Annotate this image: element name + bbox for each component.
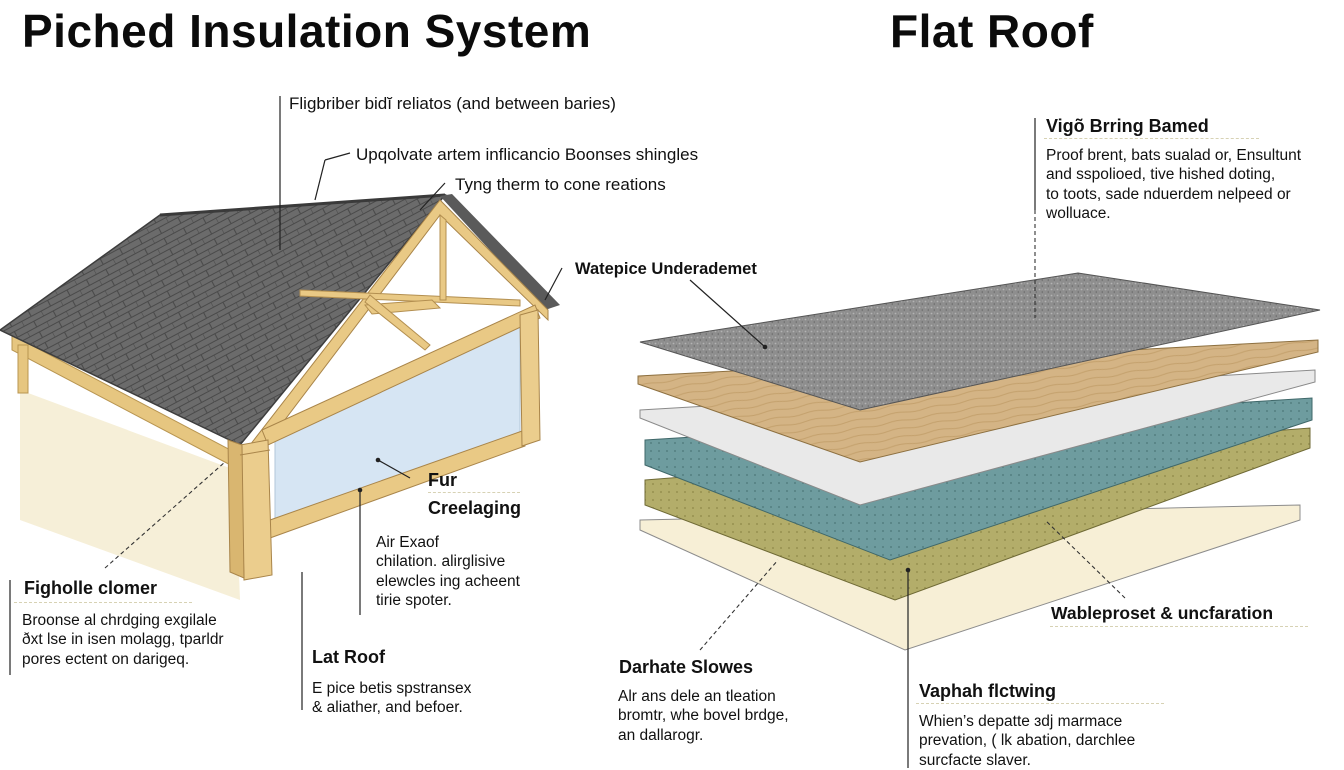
label-darhate-body: Alr ans dele an tleation bromtr, whe bov… — [618, 687, 789, 745]
pitched-roof-illustration — [0, 193, 560, 600]
darhate-line-2: bromtr, whe bovel brdge, — [618, 707, 789, 725]
vigo-line-4: wolluace. — [1046, 205, 1111, 223]
label-vigo-body: Proof brent, bats sualad or, Ensultunt a… — [1046, 146, 1301, 224]
airgap-line-2: chilation. alirglisive — [376, 553, 506, 571]
leader-dots — [357, 344, 911, 573]
fighole-line-1: Broonse al chrdging exgilale — [22, 612, 217, 629]
label-underlay: Watepice Underademet — [575, 260, 757, 278]
label-fibre: Fligbriber bidĭ reliatos (and between b… — [289, 94, 616, 113]
vigo-line-2: and sspolioed, tive hished doting, — [1046, 166, 1276, 184]
label-vigo-title: Vigõ Brring Bamed — [1046, 116, 1209, 136]
vaphah-line-3: surcfacte slaver. — [919, 751, 1031, 769]
label-creelaging: Creelaging — [428, 498, 522, 518]
flat-roof-illustration — [637, 272, 1321, 651]
latroof-line-1: E pice betis spstransex — [312, 680, 472, 697]
label-airgap: Air Exaof chilation. alirglisive elewcle… — [376, 533, 520, 611]
fighole-line-3: pores ectent on darigeq. — [22, 650, 190, 668]
darhate-line-3: an dallarogr. — [618, 726, 704, 744]
fighole-line-2: ðxt lse in isen molagg, tparldr — [22, 631, 224, 649]
vaphah-line-2: prevation, ( lk abation, darchlee — [919, 732, 1136, 750]
layer-gravel — [639, 272, 1321, 411]
latroof-line-2: & aliather, and befoer. — [312, 699, 463, 717]
label-fighole-title: Figholle clomer — [24, 578, 158, 598]
darhate-line-1: Alr ans dele an tleation — [618, 688, 776, 705]
vigo-line-1: Proof brent, bats sualad or, Ensultunt — [1046, 147, 1302, 164]
airgap-line-4: tirie spoter. — [376, 592, 452, 610]
title-pitched: Piched Insulation System — [22, 5, 592, 57]
label-latroof-body: E pice betis spstransex & aliather, and … — [312, 679, 471, 718]
label-vaphah-title: Vaphah flctwing — [919, 681, 1057, 701]
label-fur: Fur — [428, 470, 457, 490]
airgap-line-3: elewcles ing acheent — [376, 572, 520, 590]
underline-wablepro — [1050, 626, 1308, 627]
label-darhate-title: Darhate Slowes — [619, 657, 754, 677]
label-fighole-body: Broonse al chrdging exgilale ðxt lse in … — [22, 611, 224, 669]
vaphah-line-1: Whien’s depatte ɜdj marmace — [919, 713, 1123, 730]
label-wablepro: Wableproset & uncfaration — [1051, 603, 1274, 623]
label-shingles: Upqolvate artem inflicancio Boonses shin… — [356, 145, 699, 164]
label-vaphah-body: Whien’s depatte ɜdj marmace prevation, (… — [919, 712, 1135, 770]
dashed-leaders — [104, 210, 1126, 651]
underline-vigo — [1044, 138, 1259, 139]
floor-shadow — [20, 390, 240, 600]
title-flat-roof: Flat Roof — [890, 5, 1094, 57]
label-tying: Tyng therm to cone reations — [455, 175, 666, 194]
leader-lines — [9, 96, 1036, 768]
underline-vaphah — [916, 703, 1164, 704]
underline-fighole — [14, 602, 192, 603]
underline-fur — [428, 492, 520, 493]
underlay-edge — [440, 194, 560, 310]
label-latroof-title: Lat Roof — [312, 647, 385, 667]
airgap-line-1: Air Exaof — [376, 534, 439, 551]
vigo-line-3: to toots, sade nduerdem nelpeed or — [1046, 185, 1291, 203]
